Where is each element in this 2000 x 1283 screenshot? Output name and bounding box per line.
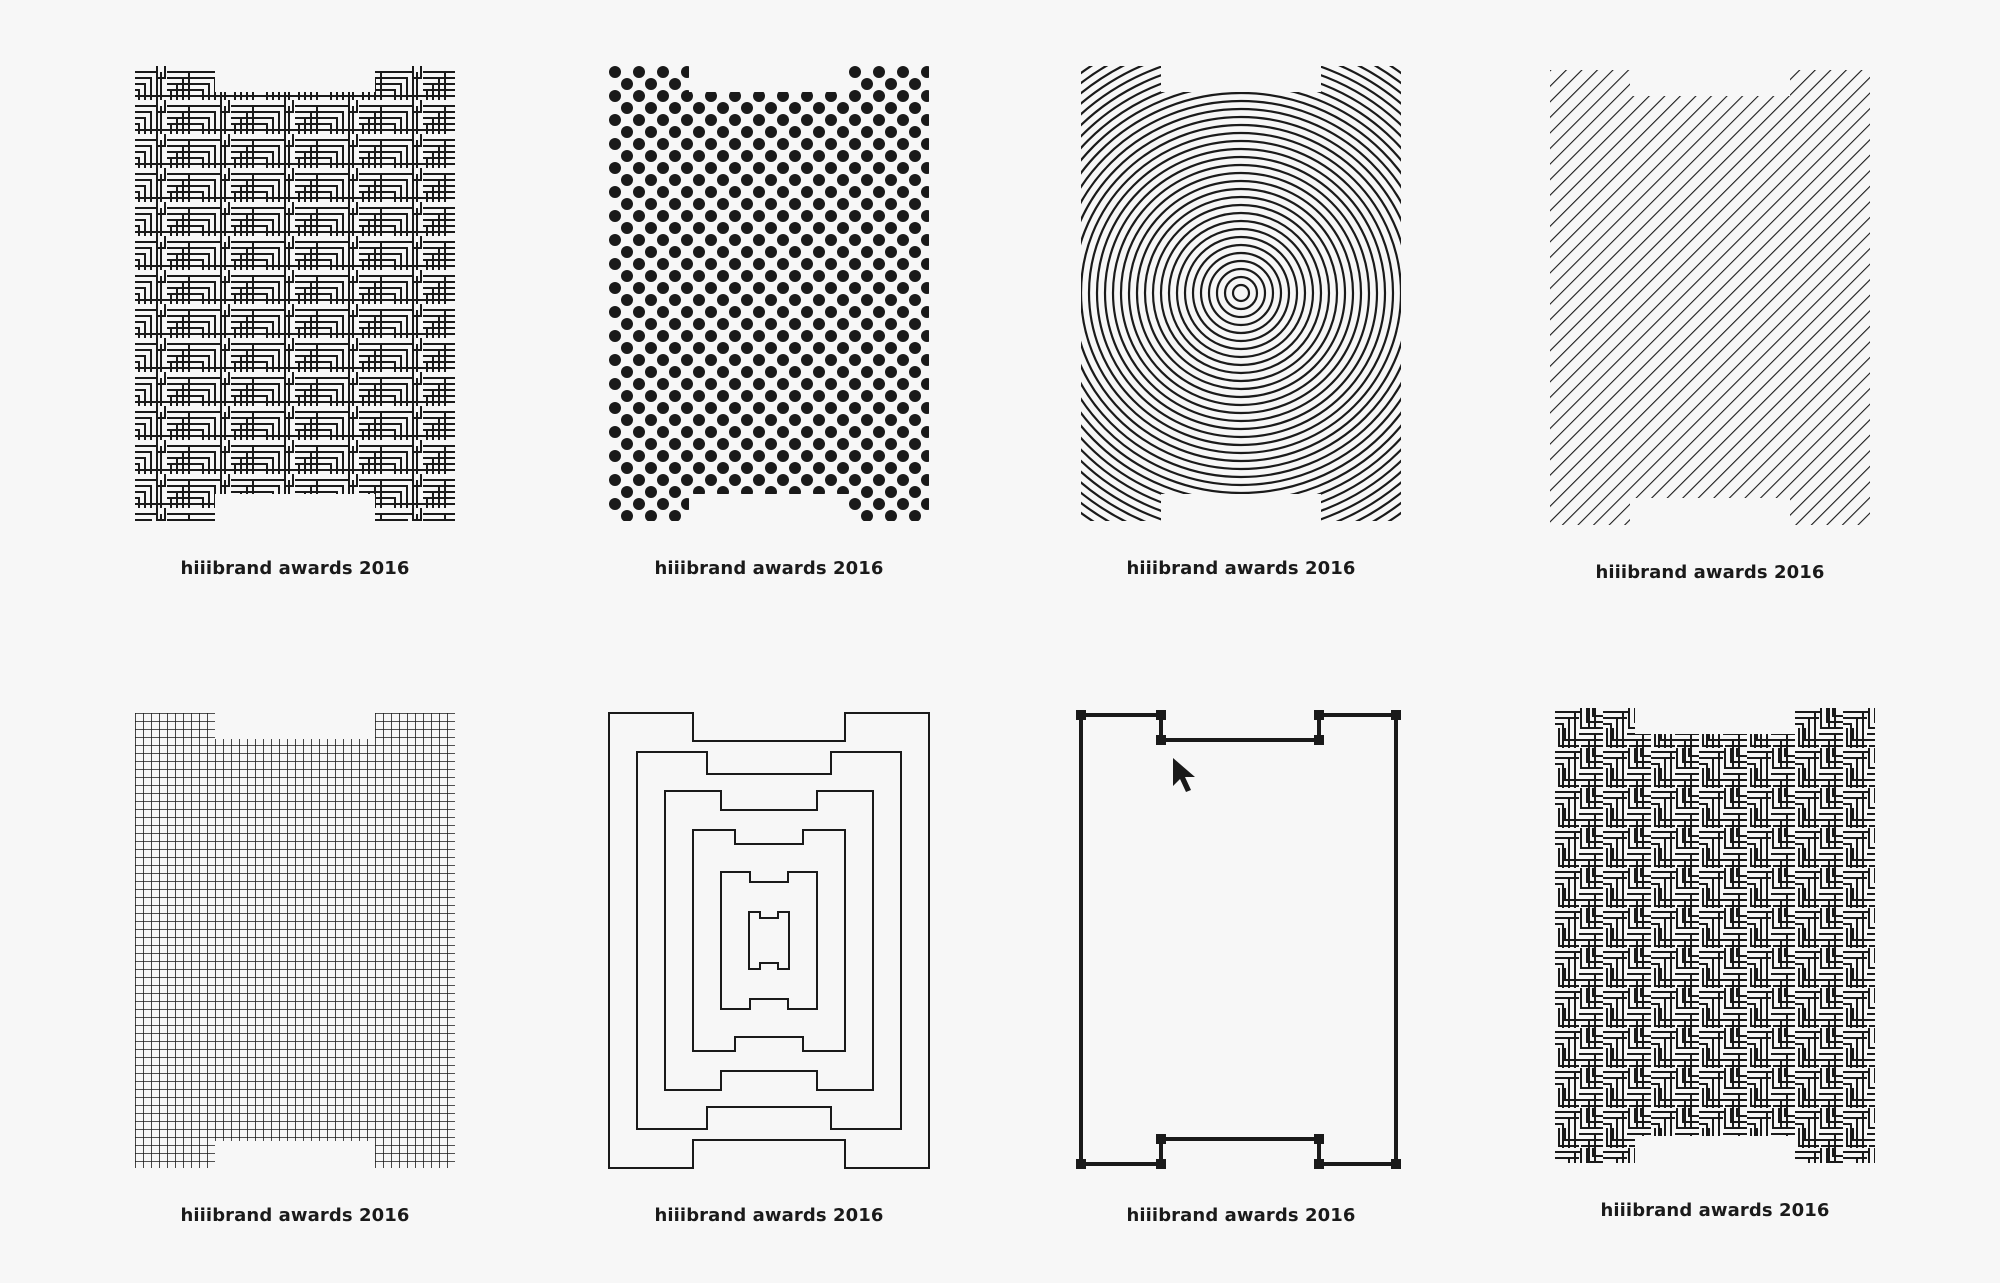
maze-lines-icon: [1555, 708, 1875, 1163]
poster-caption: hiiibrand awards 2016: [180, 1205, 410, 1226]
square-grid-icon: [135, 713, 455, 1168]
poster-caption: hiiibrand awards 2016: [1600, 1200, 1830, 1221]
poster-caption: hiiibrand awards 2016: [1126, 558, 1356, 579]
concentric-circles-icon: [1081, 66, 1401, 521]
cursor-arrow-icon: [1173, 758, 1195, 792]
editable-outline-icon: [1076, 710, 1401, 1169]
poster-card-diagonal: hiiibrand awards 2016: [1550, 70, 1870, 583]
poster-card-grid: hiiibrand awards 2016: [135, 713, 455, 1226]
poster-card-dots: hiiibrand awards 2016: [609, 66, 929, 579]
poster-card-zigzag: hiiibrand awards 2016: [135, 66, 455, 579]
diagonal-lines-icon: [1550, 70, 1870, 525]
poster-card-maze: hiiibrand awards 2016: [1555, 708, 1875, 1221]
poster-caption: hiiibrand awards 2016: [1595, 562, 1825, 583]
poster-caption: hiiibrand awards 2016: [654, 1205, 884, 1226]
poster-card-outline: hiiibrand awards 2016: [1076, 710, 1401, 1226]
anchor-handles: [1076, 710, 1401, 1169]
nested-outlines-icon: [608, 712, 930, 1169]
poster-caption: hiiibrand awards 2016: [1126, 1205, 1356, 1226]
poster-caption: hiiibrand awards 2016: [654, 558, 884, 579]
poster-caption: hiiibrand awards 2016: [180, 558, 410, 579]
dot-grid-icon: [609, 66, 929, 521]
poster-card-circles: hiiibrand awards 2016: [1081, 66, 1401, 579]
zigzag-lines-icon: [135, 66, 455, 521]
poster-card-nested: hiiibrand awards 2016: [608, 712, 930, 1226]
